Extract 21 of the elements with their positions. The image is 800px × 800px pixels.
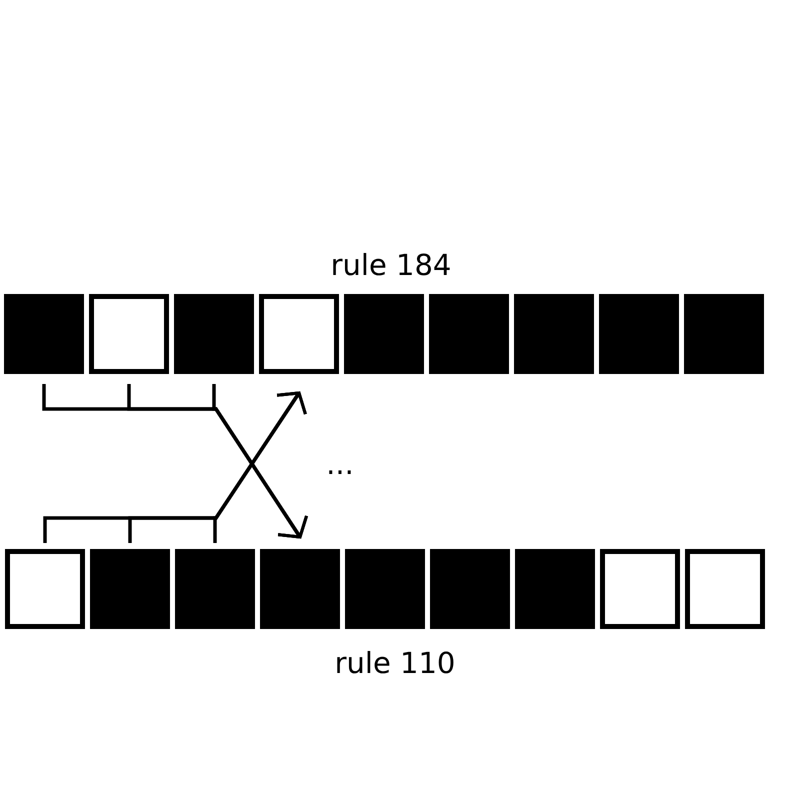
filled-cell: [599, 294, 679, 374]
filled-cell: [174, 294, 254, 374]
empty-cell: [600, 549, 680, 629]
filled-cell: [430, 549, 510, 629]
filled-cell: [90, 549, 170, 629]
filled-cell: [345, 549, 425, 629]
filled-cell: [514, 294, 594, 374]
filled-cell: [515, 549, 595, 629]
row-title: rule 184: [330, 251, 452, 280]
filled-cell: [429, 294, 509, 374]
filled-cell: [344, 294, 424, 374]
filled-cell: [175, 549, 255, 629]
filled-cell: [684, 294, 764, 374]
empty-cell: [5, 549, 85, 629]
empty-cell: [89, 294, 169, 374]
filled-cell: [260, 549, 340, 629]
ellipsis: ...: [326, 450, 354, 479]
filled-cell: [4, 294, 84, 374]
empty-cell: [685, 549, 765, 629]
empty-cell: [259, 294, 339, 374]
row-title: rule 110: [334, 648, 456, 678]
